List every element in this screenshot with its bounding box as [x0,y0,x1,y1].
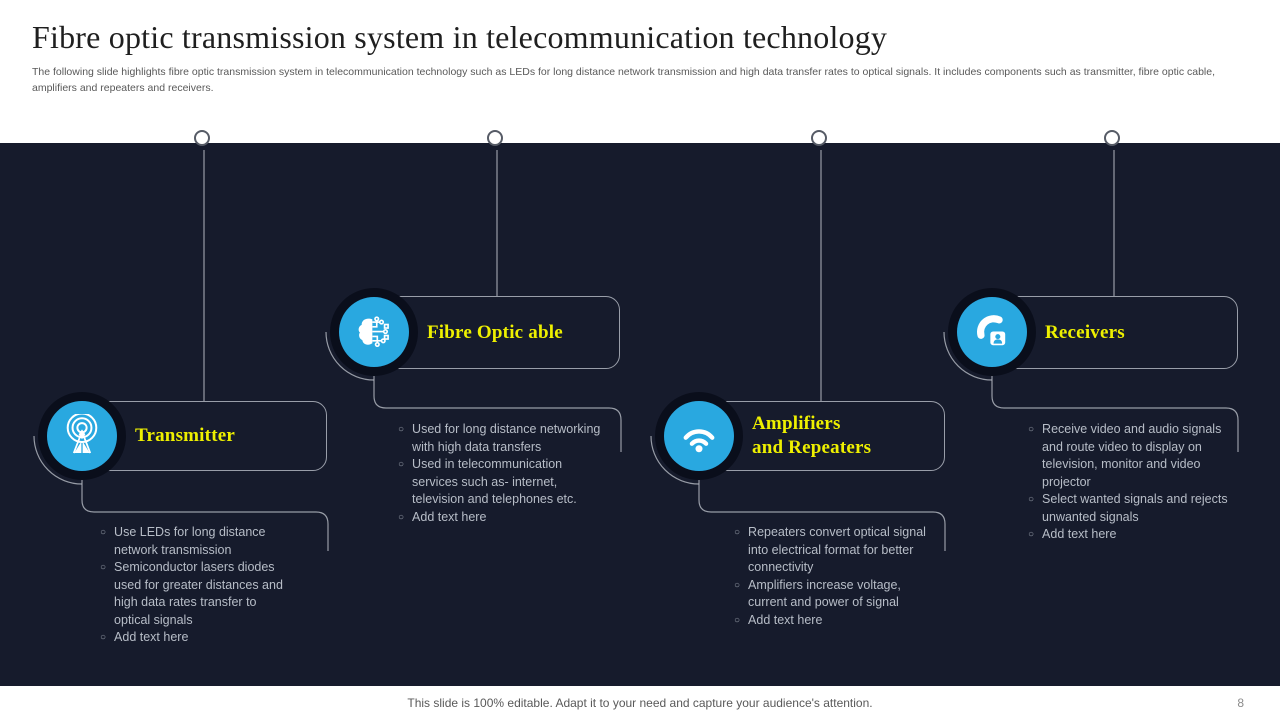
slide-footer: This slide is 100% editable. Adapt it to… [0,686,1280,720]
bullet-text: Used in telecommunication services such … [412,457,577,506]
bullet-marker-icon: ○ [1028,424,1035,435]
bullet-marker-icon: ○ [100,632,107,643]
bullet-text: Add text here [412,509,487,524]
slide-header: Fibre optic transmission system in telec… [32,18,1248,96]
bullet-marker-icon: ○ [398,459,405,470]
top-connector-dot-2 [487,130,503,146]
bullet-item: ○ Used for long distance networking with … [398,421,603,456]
bullet-item: ○ Add text here [1028,526,1228,544]
bullet-item: ○ Add text here [734,612,926,630]
bullet-text: Used for long distance networking with h… [412,422,601,454]
bullet-list-amplifiers-repeaters: ○ Repeaters convert optical signal into e… [734,524,926,629]
bullet-text: Use LEDs for long distance network trans… [114,525,266,557]
top-connector-dot-1 [194,130,210,146]
bullet-item: ○ Receive video and audio signals and rou… [1028,421,1228,491]
bullet-list-receivers: ○ Receive video and audio signals and rou… [1028,421,1228,544]
bullet-text: Semiconductor lasers diodes used for gre… [114,560,283,627]
page-number: 8 [1237,696,1244,710]
node-card-amplifiers-repeaters: Amplifiers and Repeaters [689,401,945,471]
page-subtitle: The following slide highlights fibre opt… [32,66,1216,94]
wifi-signal-icon [683,429,715,453]
phone-contact-icon [977,315,1006,346]
bullet-text: Select wanted signals and rejects unwant… [1042,492,1228,524]
bullet-item: ○ Add text here [398,509,603,527]
bullet-list-fibre-optic-cable: ○ Used for long distance networking with … [398,421,603,526]
bullet-item: ○ Add text here [100,629,285,647]
bullet-text: Receive video and audio signals and rout… [1042,422,1222,489]
node-card-fibre-optic-cable: Fibre Optic able [364,296,620,369]
node-title-amplifiers-repeaters: Amplifiers and Repeaters [752,413,872,458]
page-title: Fibre optic transmission system in telec… [32,19,888,55]
bullet-list-transmitter: ○ Use LEDs for long distance network tran… [100,524,285,647]
bullet-marker-icon: ○ [1028,529,1035,540]
bullet-item: ○ Used in telecommunication services such… [398,456,603,509]
bullet-marker-icon: ○ [100,527,107,538]
bullet-item: ○ Amplifiers increase voltage, current an… [734,577,926,612]
bullet-text: Amplifiers increase voltage, current and… [748,577,901,610]
bullet-marker-icon: ○ [398,424,405,435]
icon-circle-amplifiers-repeaters [664,401,734,471]
brain-circuit-icon [358,316,389,348]
top-connector-dot-4 [1104,130,1120,146]
bullet-item: ○ Repeaters convert optical signal into e… [734,524,926,577]
bullet-marker-icon: ○ [1028,494,1035,505]
bullet-text: Add text here [114,630,189,644]
bullet-text: Add text here [1042,527,1117,541]
bullet-marker-icon: ○ [734,579,741,591]
node-title-transmitter: Transmitter [135,425,235,447]
bullet-marker-icon: ○ [100,562,107,573]
node-title-receivers: Receivers [1045,321,1125,343]
icon-circle-transmitter [47,401,117,471]
bullet-item: ○ Semiconductor lasers diodes used for gr… [100,559,285,629]
bullet-marker-icon: ○ [734,614,741,626]
bullet-item: ○ Select wanted signals and rejects unwan… [1028,491,1228,526]
icon-circle-fibre-optic-cable [339,297,409,367]
bullet-marker-icon: ○ [734,527,741,538]
bullet-item: ○ Use LEDs for long distance network tran… [100,524,285,559]
bullet-text: Repeaters convert optical signal into el… [748,525,926,574]
icon-circle-receivers [957,297,1027,367]
node-title-fibre-optic-cable: Fibre Optic able [427,321,563,343]
bullet-marker-icon: ○ [398,511,405,523]
top-connector-dot-3 [811,130,827,146]
broadcast-antenna-icon [66,414,98,454]
footer-note: This slide is 100% editable. Adapt it to… [407,696,873,710]
bullet-text: Add text here [748,612,823,627]
